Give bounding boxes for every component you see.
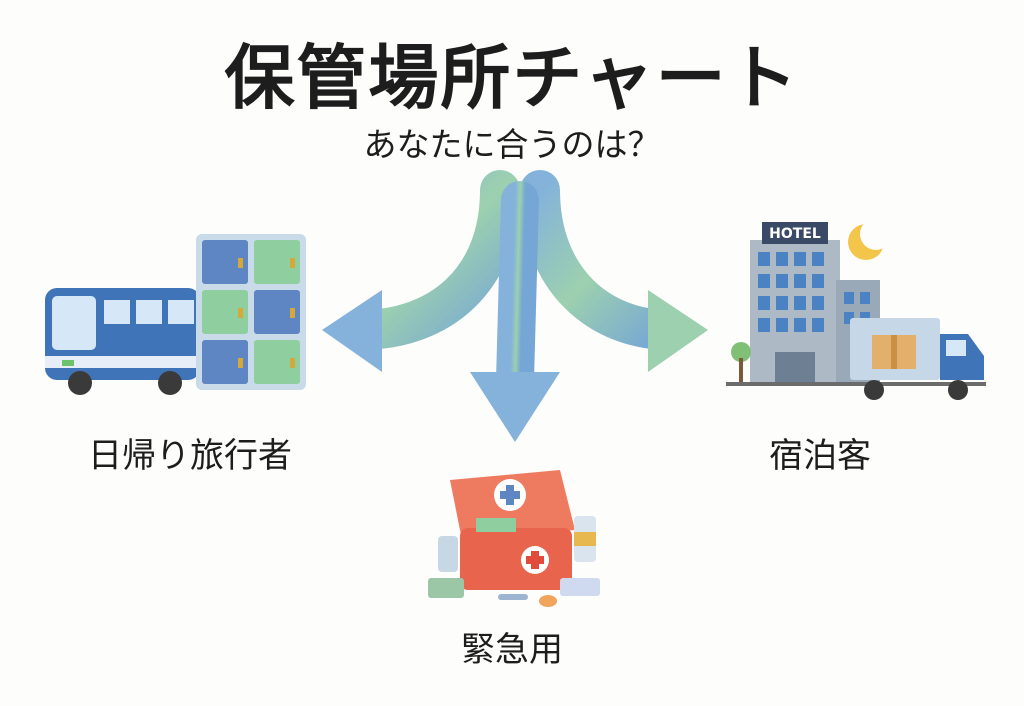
hotel-sign-text: HOTEL (769, 226, 821, 242)
package-icon (872, 335, 916, 369)
moon-icon (848, 218, 892, 260)
option-label-day-trip: 日帰り旅行者 (88, 436, 292, 476)
option-label-hotel-guest: 宿泊客 (769, 436, 871, 476)
bus-icon (45, 288, 200, 395)
locker-icon (196, 234, 306, 390)
first-aid-kit-icon (428, 470, 600, 607)
delivery-truck-icon (850, 318, 984, 400)
hotel-icon (726, 222, 986, 386)
three-way-arrow-icon (322, 170, 708, 442)
page-subtitle: あなたに合うのは？ (363, 125, 661, 164)
option-label-emergency: 緊急用 (461, 630, 563, 670)
page-title: 保管場所チャート (224, 36, 800, 119)
